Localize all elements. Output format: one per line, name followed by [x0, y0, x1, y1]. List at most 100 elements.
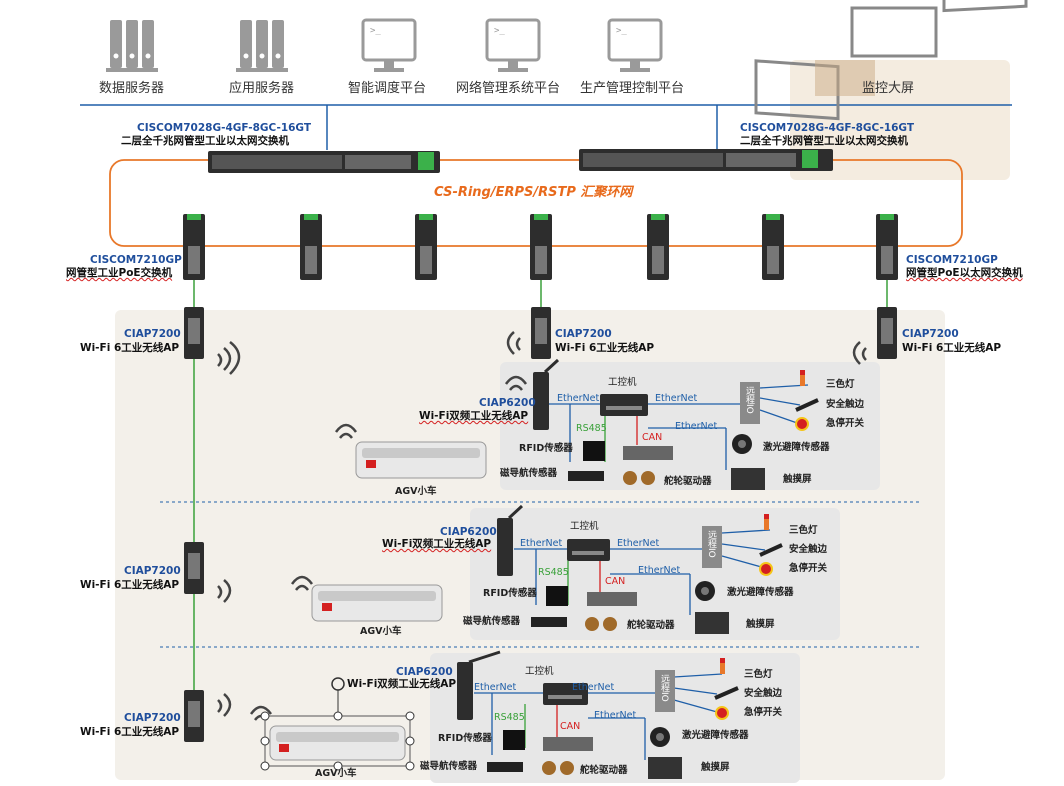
row3-magnetic-label: 磁导航传感器	[420, 761, 478, 772]
remote-io-row1	[740, 382, 760, 424]
server-label-data: 数据服务器	[99, 81, 165, 96]
ipc-row2	[567, 539, 610, 561]
remote-io-row3	[655, 670, 675, 712]
row2-agv-label: AGV小车	[360, 626, 402, 637]
row1-remote-io: 远程IO	[744, 386, 754, 414]
ap7200-left-bottom-desc: Wi-Fi 6工业无线AP	[80, 726, 180, 738]
row3-rs485: RS485	[494, 712, 525, 723]
row3-devices	[487, 658, 739, 779]
ipc-row2-label: 工控机	[570, 521, 599, 532]
access-switch-right-desc: 网管型PoE以太网交换机	[906, 267, 1023, 279]
row2-devices	[531, 514, 783, 634]
ap7200-left-mid-desc: Wi-Fi 6工业无线AP	[80, 579, 180, 591]
ap7200-left-mid-model: CIAP7200	[124, 565, 181, 577]
core-switch-right-model: CISCOM7028G-4GF-8GC-16GT	[740, 122, 915, 134]
svg-text:>_: >_	[370, 26, 381, 36]
row1-driver-label: 舵轮驱动器	[664, 476, 712, 487]
row3-estop-label: 急停开关	[744, 707, 783, 718]
row3-ethernet-1: EtherNet	[474, 682, 517, 693]
row2-driver-label: 舵轮驱动器	[627, 620, 675, 631]
core-switch-left-model: CISCOM7028G-4GF-8GC-16GT	[137, 122, 312, 134]
access-switch-2	[300, 214, 322, 280]
ap6200-row1-model: CIAP6200	[479, 397, 536, 409]
ring-label: CS-Ring/ERPS/RSTP 汇聚环网	[434, 185, 633, 200]
server-label-nms: 网络管理系统平台	[456, 81, 561, 96]
ipc-row1-label: 工控机	[608, 377, 637, 388]
ipc-row3	[543, 683, 588, 705]
ap7200-left-bottom	[184, 690, 204, 742]
row2-rfid-label: RFID传感器	[483, 588, 537, 599]
core-switch-right-desc: 二层全千兆网管型工业以太网交换机	[740, 135, 908, 147]
row2-magnetic-label: 磁导航传感器	[463, 616, 521, 627]
ap6200-row3	[457, 650, 501, 720]
access-switch-1	[183, 214, 205, 280]
row3-driver-label: 舵轮驱动器	[580, 765, 628, 776]
svg-text:>_: >_	[616, 26, 627, 36]
row2-touch-label: 触摸屏	[746, 619, 775, 630]
core-switch-right	[579, 149, 833, 171]
access-switch-6	[762, 214, 784, 280]
row2-ethernet-3: EtherNet	[638, 565, 681, 576]
row2-ethernet-2: EtherNet	[617, 538, 660, 549]
row3-lamp-label: 三色灯	[744, 669, 773, 680]
monitor-icon-1: >_	[361, 18, 417, 72]
ap7200-right	[877, 307, 897, 359]
ap6200-row2	[497, 504, 524, 576]
access-switch-left-desc: 网管型工业PoE交换机	[66, 267, 173, 279]
row1-ethernet-1: EtherNet	[557, 393, 600, 404]
row1-can: CAN	[642, 432, 663, 443]
remote-io-row2	[702, 526, 722, 568]
ap6200-row2-model: CIAP6200	[440, 526, 497, 538]
access-switch-3	[415, 214, 437, 280]
row1-rs485: RS485	[576, 423, 607, 434]
agv-row2	[311, 584, 443, 622]
row1-lidar-label: 激光避障传感器	[763, 442, 830, 453]
core-switch-left	[208, 151, 440, 173]
server-label-app: 应用服务器	[229, 81, 295, 96]
core-switch-left-desc: 二层全千兆网管型工业以太网交换机	[121, 135, 289, 147]
ipc-row3-label: 工控机	[525, 666, 554, 677]
row2-ethernet-1: EtherNet	[520, 538, 563, 549]
ap7200-mid-desc: Wi-Fi 6工业无线AP	[555, 342, 655, 354]
access-switch-7	[876, 214, 898, 280]
ap6200-row3-model: CIAP6200	[396, 666, 453, 678]
ap6200-row1	[533, 358, 560, 430]
ap7200-mid-model: CIAP7200	[555, 328, 612, 340]
ap7200-left-top-desc: Wi-Fi 6工业无线AP	[80, 342, 180, 354]
agv-row1	[355, 441, 487, 479]
ap6200-row1-desc: Wi-Fi双频工业无线AP	[419, 410, 529, 422]
row2-remote-io: 远程IO	[706, 530, 716, 558]
row2-lamp-label: 三色灯	[789, 525, 818, 536]
row3-remote-io: 远程IO	[659, 674, 669, 702]
svg-text:>_: >_	[494, 26, 505, 36]
server-label-wall: 监控大屏	[862, 81, 915, 96]
ap6200-row2-desc: Wi-Fi双频工业无线AP	[382, 538, 492, 550]
access-switch-4	[530, 214, 552, 280]
row2-lidar-label: 激光避障传感器	[727, 587, 794, 598]
data-server-icon	[106, 20, 158, 72]
ap7200-left-bottom-model: CIAP7200	[124, 712, 181, 724]
access-switch-left-model: CISCOM7210GP	[90, 254, 182, 266]
row3-lidar-label: 激光避障传感器	[682, 730, 749, 741]
row1-estop-label: 急停开关	[826, 418, 865, 429]
ap7200-left-top-model: CIAP7200	[124, 328, 181, 340]
row2-links	[514, 529, 771, 615]
ap7200-left-top	[184, 307, 204, 359]
monitor-icon-2: >_	[485, 18, 541, 72]
row2-can: CAN	[605, 576, 626, 587]
row3-ethernet-2: EtherNet	[572, 682, 615, 693]
row1-magnetic-label: 磁导航传感器	[500, 468, 558, 479]
row1-devices	[568, 370, 819, 490]
ap7200-right-desc: Wi-Fi 6工业无线AP	[902, 342, 1002, 354]
row1-rfid-label: RFID传感器	[519, 443, 573, 454]
ap7200-left-mid	[184, 542, 204, 594]
row3-touch-label: 触摸屏	[701, 762, 730, 773]
row3-ethernet-3: EtherNet	[594, 710, 637, 721]
ipc-row1	[600, 394, 648, 416]
row2-bumper-label: 安全触边	[789, 544, 828, 555]
row1-ethernet-2: EtherNet	[655, 393, 698, 404]
access-switch-right-model: CISCOM7210GP	[906, 254, 998, 266]
server-label-production: 生产管理控制平台	[580, 81, 685, 96]
row3-agv-label: AGV小车	[315, 768, 357, 779]
